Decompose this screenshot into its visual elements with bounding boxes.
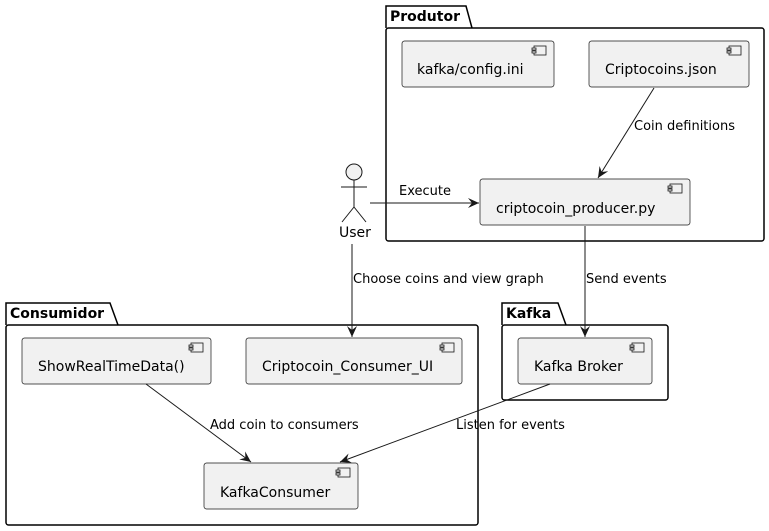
edge-choose-coins: Choose coins and view graph [347,244,544,337]
component-criptocoins-json: Criptocoins.json [588,40,750,88]
edge-listen-events-label: Listen for events [456,418,565,433]
edge-execute-label: Execute [399,184,451,199]
package-produtor-title: Produtor [390,9,460,25]
package-kafka-title: Kafka [506,306,551,322]
edge-choose-coins-label: Choose coins and view graph [353,272,544,287]
component-show-realtime-data-label: ShowRealTimeData() [38,359,185,375]
package-consumidor-title: Consumidor [10,306,104,322]
edge-coin-definitions: Coin definitions [597,87,735,179]
component-config: kafka/config.ini [401,40,555,88]
component-criptocoins-json-label: Criptocoins.json [605,62,717,78]
edge-send-events: Send events [580,226,667,337]
edge-coin-definitions-label: Coin definitions [634,119,735,134]
component-producer: criptocoin_producer.py [479,178,691,226]
edge-execute: Execute [370,184,479,208]
component-kafka-consumer: KafkaConsumer [203,462,359,510]
package-produtor: Produtor [385,5,765,242]
actor-user-label: User [339,225,371,241]
component-producer-label: criptocoin_producer.py [496,201,655,217]
component-show-realtime-data: ShowRealTimeData() [21,337,212,385]
edge-add-coin-label: Add coin to consumers [210,418,359,433]
component-kafka-broker: Kafka Broker [517,337,653,385]
component-config-label: kafka/config.ini [417,62,523,78]
package-consumidor: Consumidor [5,302,479,526]
actor-head [345,163,363,181]
edge-send-events-label: Send events [586,272,667,287]
component-consumer-ui-label: Criptocoin_Consumer_UI [262,359,433,375]
component-consumer-ui: Criptocoin_Consumer_UI [245,337,463,385]
actor-user: User [339,163,371,241]
component-kafka-broker-label: Kafka Broker [534,359,623,375]
edge-add-coin: Add coin to consumers [145,383,359,463]
component-kafka-consumer-label: KafkaConsumer [220,485,331,501]
edge-listen-events: Listen for events [339,383,565,463]
